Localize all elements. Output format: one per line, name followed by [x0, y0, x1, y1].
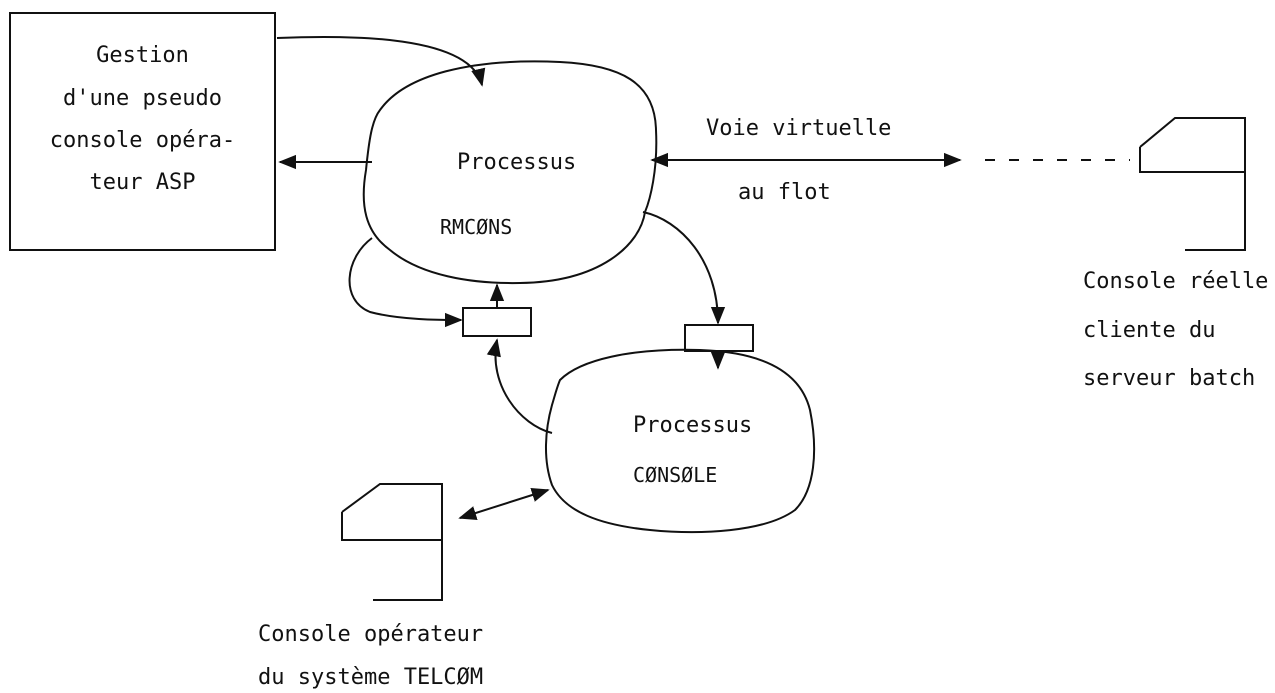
virtual-channel-label-1: Voie virtuelle: [706, 116, 892, 141]
operator-console-line-1: Console opérateur: [258, 622, 484, 647]
asp-box-line-4: teur ASP: [89, 170, 196, 195]
console-process-title: Processus: [633, 413, 753, 438]
process-rmcons-blob: [362, 60, 658, 285]
queue-box-left: [462, 307, 532, 337]
arrow-asp-to-rmcons: [276, 35, 486, 87]
asp-box-line-3: console opéra-: [49, 128, 236, 153]
real-console-line-2: cliente du: [1083, 318, 1216, 343]
asp-box-line-2: d'une pseudo: [63, 86, 222, 111]
terminal-icon-real-console: [1139, 117, 1246, 251]
rmcons-title: Processus: [457, 150, 577, 175]
virtual-channel-label-2: au flot: [738, 180, 831, 205]
arrow-console-to-queue: [486, 338, 553, 434]
queue-box-right: [684, 324, 754, 352]
arrow-rmcons-to-right-queue: [642, 211, 726, 325]
console-process-name: CØNSØLE: [633, 463, 718, 487]
real-console-line-3: serveur batch: [1083, 366, 1256, 391]
arrow-operator-console: [458, 488, 550, 520]
real-console-line-1: Console réelle: [1083, 269, 1269, 294]
rmcons-name: RMCØNS: [440, 215, 513, 239]
terminal-icon-operator-console: [341, 483, 443, 601]
asp-console-box: [9, 12, 276, 251]
operator-console-line-2: du système TELCØM: [258, 665, 484, 690]
arrow-rmcons-loop-to-queue: [348, 237, 463, 328]
process-console-blob: [545, 348, 816, 534]
asp-box-line-1: Gestion: [96, 43, 189, 68]
